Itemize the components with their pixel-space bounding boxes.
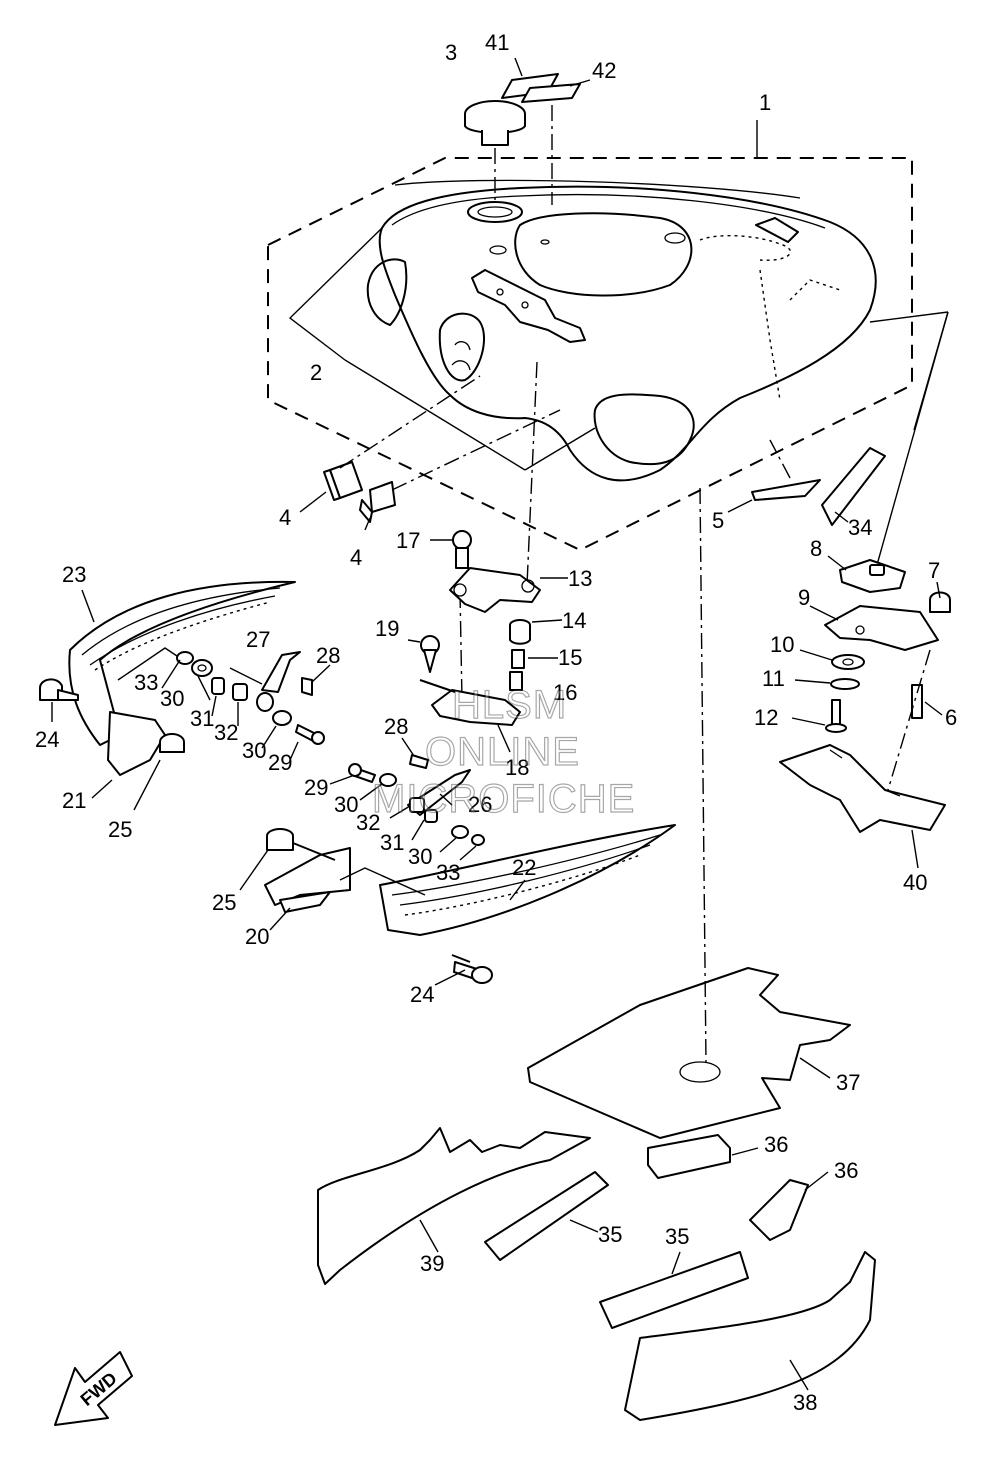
callout-28a: 28 xyxy=(316,643,340,668)
callout-15: 15 xyxy=(558,645,582,670)
callout-11: 11 xyxy=(762,666,785,691)
callout-19: 19 xyxy=(375,616,399,641)
callout-25a: 25 xyxy=(108,817,132,842)
callout-35b: 35 xyxy=(665,1224,689,1249)
callout-29a: 29 xyxy=(268,750,292,775)
callout-4a: 4 xyxy=(279,505,291,530)
callout-31a: 31 xyxy=(190,706,214,731)
callout-7: 7 xyxy=(928,558,940,583)
callout-numbers: 1 2 3 4 4 5 6 7 8 9 10 11 12 13 14 15 16… xyxy=(35,30,957,1415)
watermark-line-1: HLSM xyxy=(452,683,567,727)
callout-38: 38 xyxy=(793,1390,817,1415)
fuel-cap xyxy=(464,100,526,200)
callout-30a: 30 xyxy=(160,686,184,711)
callout-34: 34 xyxy=(848,515,872,540)
right-bracket-assembly xyxy=(779,555,951,869)
callout-4b: 4 xyxy=(350,545,362,570)
callout-31b: 31 xyxy=(380,830,404,855)
callout-5: 5 xyxy=(712,508,724,533)
fuel-tank xyxy=(366,179,877,482)
callout-12: 12 xyxy=(754,705,778,730)
callout-17: 17 xyxy=(396,528,420,553)
callout-26: 26 xyxy=(468,792,492,817)
callout-36a: 36 xyxy=(764,1132,788,1157)
callout-23: 23 xyxy=(62,562,86,587)
callout-30d: 30 xyxy=(408,844,432,869)
watermark-line-3: MICROFICHE xyxy=(372,777,635,821)
callout-25b: 25 xyxy=(212,890,236,915)
callout-24b: 24 xyxy=(410,982,434,1007)
center-bracket-assembly xyxy=(407,361,568,753)
callout-21: 21 xyxy=(62,788,86,813)
callout-14: 14 xyxy=(562,608,586,633)
callout-33a: 33 xyxy=(134,670,158,695)
callout-30b: 30 xyxy=(242,738,266,763)
callout-42: 42 xyxy=(592,58,616,83)
callout-22: 22 xyxy=(512,855,536,880)
callout-41: 41 xyxy=(485,30,509,55)
callout-29b: 29 xyxy=(304,775,328,800)
lower-pads xyxy=(317,487,876,1421)
callout-37: 37 xyxy=(836,1070,860,1095)
callout-9: 9 xyxy=(798,585,810,610)
callout-32a: 32 xyxy=(214,720,238,745)
callout-24a: 24 xyxy=(35,727,59,752)
callout-20: 20 xyxy=(245,924,269,949)
callout-36b: 36 xyxy=(834,1158,858,1183)
callout-2: 2 xyxy=(310,360,322,385)
watermark-line-2: ONLINE xyxy=(425,730,580,774)
fwd-arrow-icon: FWD xyxy=(54,1351,133,1426)
fuel-tank-assembly-outline xyxy=(267,120,913,552)
callout-3: 3 xyxy=(445,40,457,65)
callout-30c: 30 xyxy=(334,792,358,817)
emblem-labels xyxy=(501,57,591,205)
callout-33b: 33 xyxy=(436,860,460,885)
left-side-cover xyxy=(39,580,676,986)
callout-27: 27 xyxy=(246,627,270,652)
callout-1: 1 xyxy=(759,90,771,115)
callout-35a: 35 xyxy=(598,1222,622,1247)
callout-8: 8 xyxy=(810,536,822,561)
callout-16: 16 xyxy=(553,680,577,705)
callout-40: 40 xyxy=(903,870,927,895)
callout-28b: 28 xyxy=(384,714,408,739)
callout-13: 13 xyxy=(568,566,592,591)
damper-pads xyxy=(299,375,886,531)
callout-10: 10 xyxy=(770,632,794,657)
callout-6: 6 xyxy=(945,705,957,730)
callout-32b: 32 xyxy=(356,810,380,835)
watermark: HLSM ONLINE MICROFICHE xyxy=(371,682,635,821)
callout-39: 39 xyxy=(420,1251,444,1276)
callout-18: 18 xyxy=(505,755,529,780)
assembly-leaders xyxy=(288,227,949,573)
